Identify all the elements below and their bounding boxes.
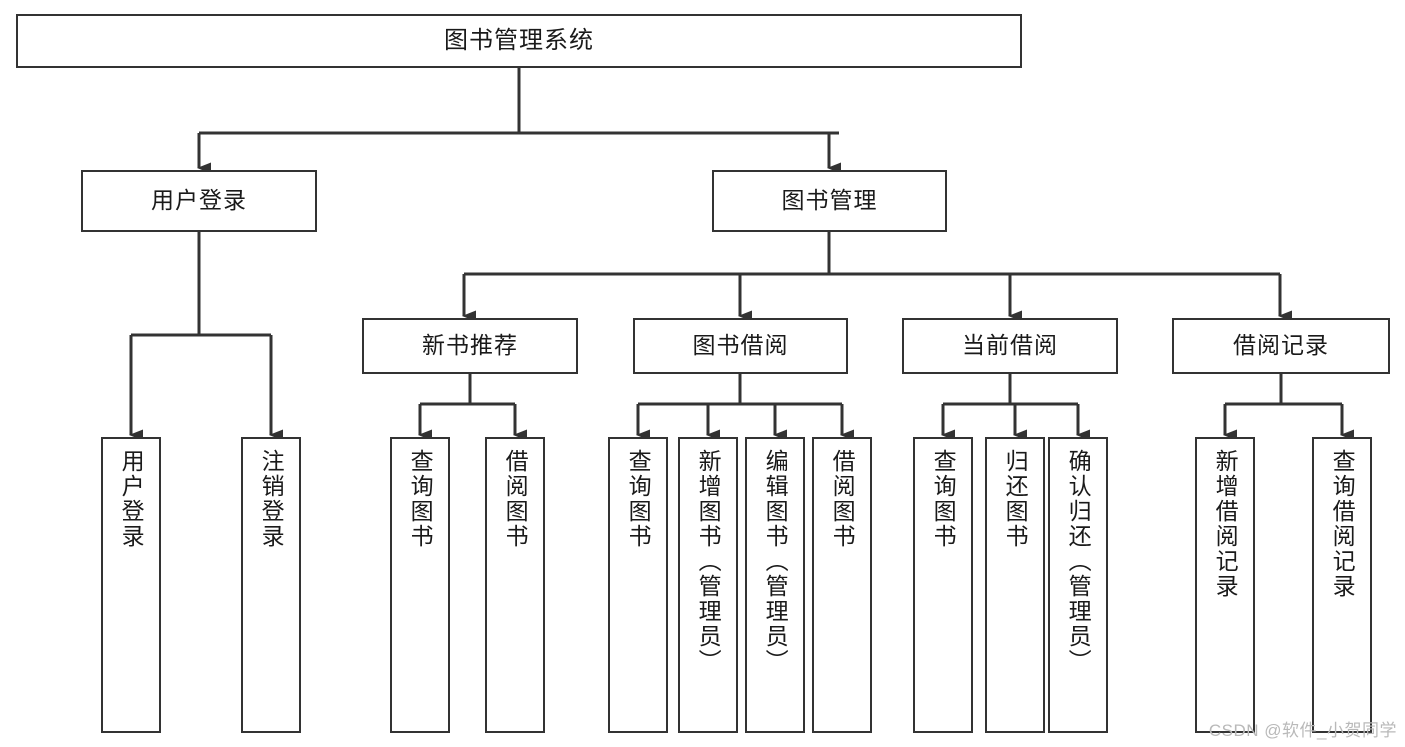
node-label: 查询图书 [930,449,957,549]
node-label: 当前借阅 [962,332,1058,359]
node-label: 借阅图书 [829,449,856,549]
leaf-add-borrow-record[interactable]: 新增借阅记录 [1195,437,1255,733]
node-label: 查询图书 [407,449,434,549]
node-user-login[interactable]: 用户登录 [81,170,317,232]
leaf-query-book-current[interactable]: 查询图书 [913,437,973,733]
node-label: 归还图书 [1002,449,1029,549]
leaf-query-book-recommend[interactable]: 查询图书 [390,437,450,733]
node-book-borrow[interactable]: 图书借阅 [633,318,848,374]
node-current-borrow[interactable]: 当前借阅 [902,318,1118,374]
node-label: 借阅记录 [1233,332,1329,359]
leaf-borrow-book-recommend[interactable]: 借阅图书 [485,437,545,733]
leaf-query-borrow-record[interactable]: 查询借阅记录 [1312,437,1372,733]
node-label: 图书管理系统 [444,26,594,54]
leaf-query-book-borrow[interactable]: 查询图书 [608,437,668,733]
node-label: 用户登录 [118,449,145,549]
leaf-add-book-admin[interactable]: 新增图书（管理员） [678,437,738,733]
node-root-system[interactable]: 图书管理系统 [16,14,1022,68]
node-label: 注销登录 [258,449,285,549]
csdn-watermark: CSDN @软件_小贺同学 [1208,721,1397,740]
node-label: 新增借阅记录 [1212,449,1239,599]
node-borrow-records[interactable]: 借阅记录 [1172,318,1390,374]
node-label: 编辑图书（管理员） [762,449,789,674]
leaf-confirm-return-admin[interactable]: 确认归还（管理员） [1048,437,1108,733]
node-label: 新增图书（管理员） [695,449,722,674]
node-label: 借阅图书 [502,449,529,549]
node-label: 查询借阅记录 [1329,449,1356,599]
leaf-return-book[interactable]: 归还图书 [985,437,1045,733]
node-new-book-recommend[interactable]: 新书推荐 [362,318,578,374]
node-label: 确认归还（管理员） [1065,449,1092,674]
leaf-logout[interactable]: 注销登录 [241,437,301,733]
node-label: 查询图书 [625,449,652,549]
node-label: 图书借阅 [692,332,789,359]
leaf-edit-book-admin[interactable]: 编辑图书（管理员） [745,437,805,733]
node-label: 图书管理 [781,187,878,214]
leaf-user-login[interactable]: 用户登录 [101,437,161,733]
node-label: 新书推荐 [422,332,518,359]
node-book-management[interactable]: 图书管理 [712,170,947,232]
leaf-borrow-book[interactable]: 借阅图书 [812,437,872,733]
node-label: 用户登录 [151,187,247,214]
